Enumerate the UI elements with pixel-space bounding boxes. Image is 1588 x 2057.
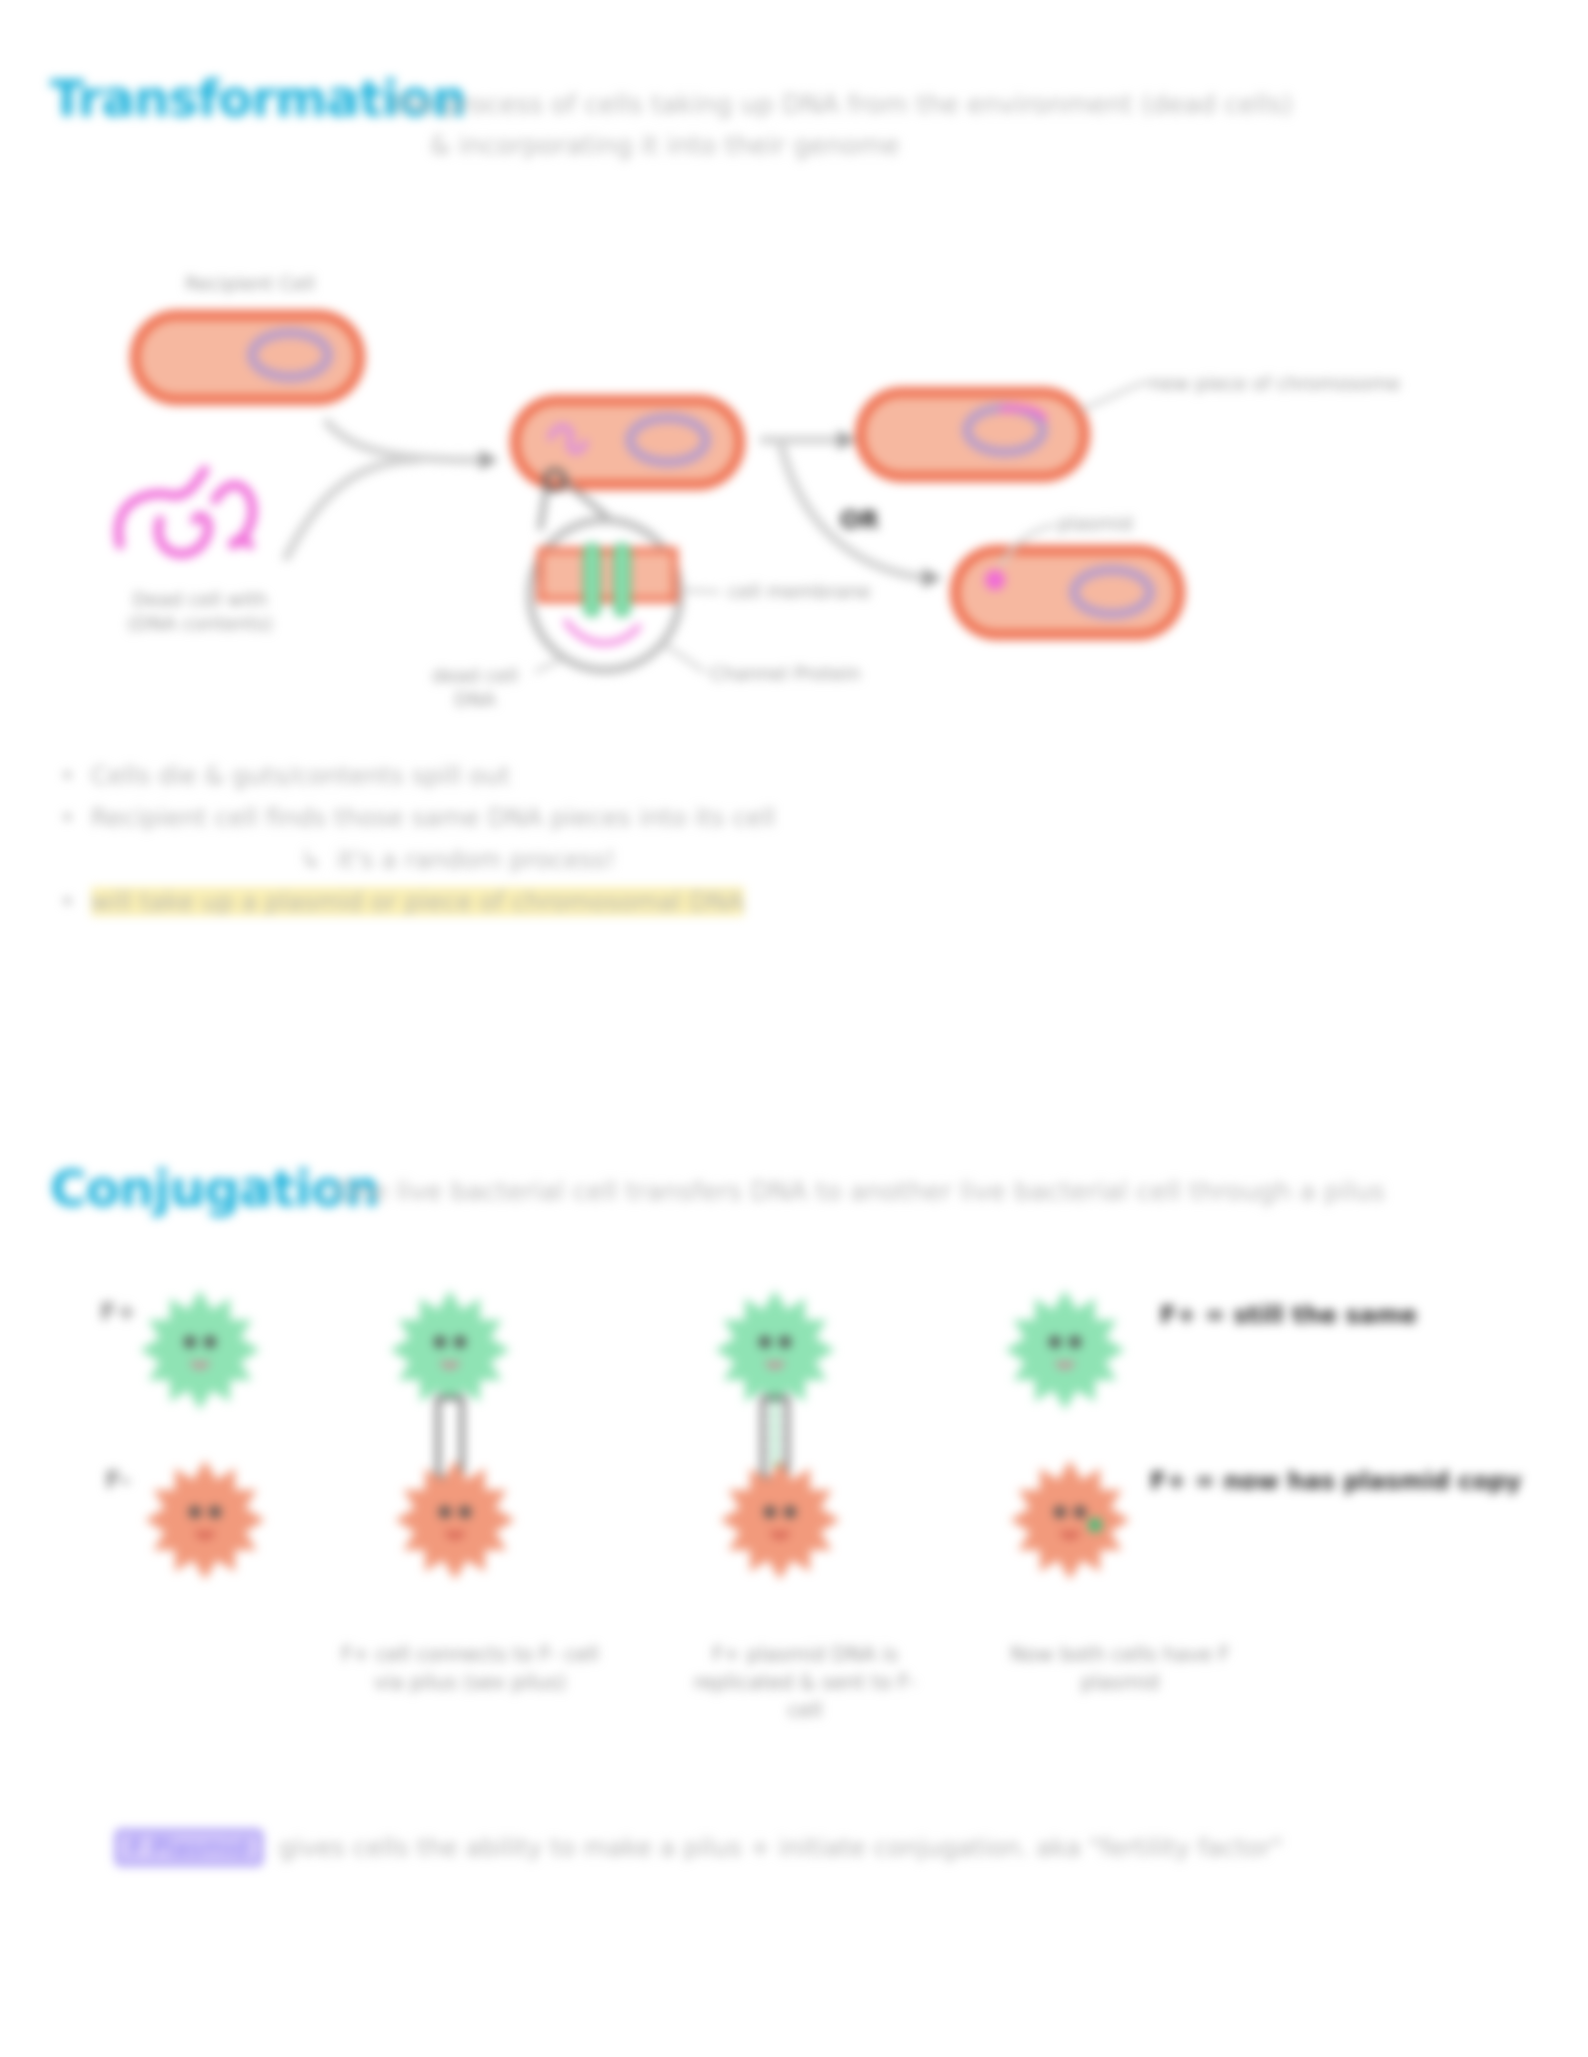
label-or: OR bbox=[840, 506, 879, 534]
note-2-sub: ↳ it's a random process! bbox=[300, 845, 616, 874]
label-new-piece: new piece of chromosome bbox=[1150, 373, 1401, 395]
label-f-minus-after: F+ = now has plasmid copy bbox=[1150, 1467, 1522, 1495]
label-channel-proteins: Channel Protein bbox=[710, 663, 861, 685]
caption-3: Now both cells have F plasmid bbox=[1010, 1642, 1230, 1694]
transformation-title: Transformation bbox=[50, 70, 467, 128]
channel-protein-left bbox=[583, 543, 601, 617]
plasmid-icon bbox=[985, 570, 1005, 590]
zoom-dna bbox=[562, 618, 642, 646]
transformation-definition-line2: & incorporating it into their genome bbox=[430, 131, 900, 161]
f-minus-cell-3 bbox=[720, 1460, 840, 1580]
f-minus-cell-2 bbox=[395, 1460, 515, 1580]
arrow-result-bottom bbox=[776, 439, 926, 582]
transformation-definition-line1: : the process of cells taking up DNA fro… bbox=[375, 90, 1293, 120]
label-plasmid: plasmid bbox=[1058, 513, 1133, 535]
f-minus-cell-4 bbox=[1010, 1460, 1130, 1580]
channel-protein-right bbox=[613, 543, 631, 617]
note-3: • will take up a plasmid or piece of chr… bbox=[60, 887, 745, 916]
label-f-minus: F- bbox=[105, 1466, 131, 1494]
note-2: • Recipient cell finds those same DNA pi… bbox=[60, 803, 776, 832]
arrow-dna bbox=[281, 456, 421, 562]
note-1: • Cells die & guts/contents spill out bbox=[60, 761, 511, 790]
arrowhead bbox=[480, 450, 498, 470]
label-cell-membrane: cell membrane bbox=[728, 581, 871, 603]
uptake-chromosome bbox=[625, 413, 711, 467]
label-dead-cell-dna-small: dead cell DNA bbox=[431, 665, 519, 711]
recipient-chromosome bbox=[247, 328, 333, 382]
f-plasmid-note: F Plasmid gives cells the ability to mak… bbox=[115, 1828, 1283, 1868]
arrow-recipient bbox=[321, 417, 481, 464]
label-dead-cell-dna: Dead cell with (DNA contents) bbox=[127, 589, 273, 635]
label-f-plus: F+ bbox=[100, 1298, 137, 1326]
conjugation-definition: : One live bacterial cell transfers DNA … bbox=[318, 1177, 1385, 1207]
f-plus-cell-2 bbox=[390, 1290, 510, 1410]
caption-2: F+ plasmid DNA is replicated & sent to F… bbox=[693, 1642, 917, 1722]
f-plasmid-label: F Plasmid bbox=[115, 1829, 263, 1866]
f-plus-cell-4 bbox=[1005, 1290, 1125, 1410]
f-plus-cell-3 bbox=[715, 1290, 835, 1410]
f-plasmid-text: gives cells the ability to make a pilus … bbox=[278, 1833, 1283, 1862]
dead-cell-dna-icon bbox=[113, 465, 258, 559]
label-recipient-cell: Recipient Cell bbox=[185, 273, 315, 295]
conjugation-title: Conjugation bbox=[50, 1160, 380, 1218]
zoom-membrane bbox=[537, 547, 678, 603]
f-minus-cell-1 bbox=[145, 1460, 265, 1580]
f-plus-cell-1 bbox=[140, 1290, 260, 1410]
uptake-dna-icon bbox=[547, 423, 588, 455]
label-f-plus-after: F+ = still the same bbox=[1160, 1301, 1418, 1329]
caption-1: F+ cell connects to F- cell via pilus (s… bbox=[341, 1642, 599, 1694]
